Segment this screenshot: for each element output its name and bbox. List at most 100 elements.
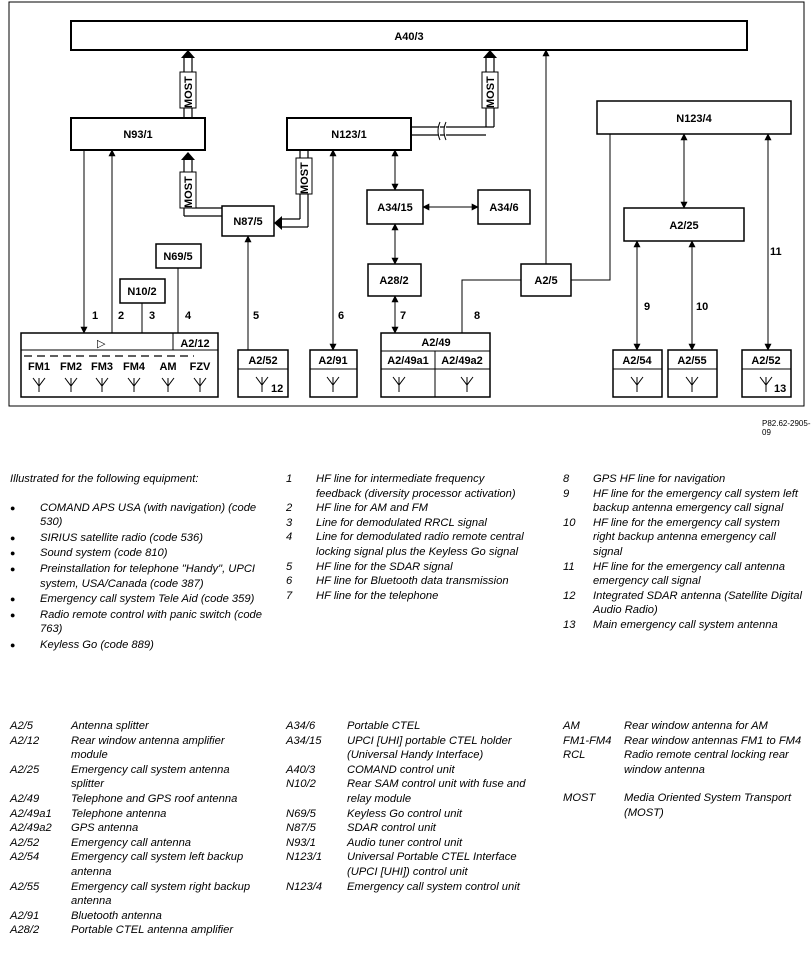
wiring-diagram: A40/3 N93/1 N123/1 N123/4 N87/5 A34/15 A… [8,1,805,407]
abbreviation-value: Telephone and GPS roof antenna [71,792,238,805]
abbreviation-item: A2/49 Telephone and GPS roof antenna [10,792,255,807]
block-a2-91: A2/91 [309,349,358,398]
antenna-icon [193,377,207,392]
antenna-icon [630,376,644,392]
note-text: Main emergency call system antenna [593,618,778,631]
block-a2-5: A2/5 [520,263,572,297]
abbreviation-key: A28/2 [10,924,40,937]
svg-text:1: 1 [92,310,98,322]
note-text: HF line for the SDAR signal [316,560,453,573]
abbreviation-value: Keyless Go control unit [347,807,463,820]
equipment-item: ●Sound system (code 810) [10,546,265,561]
figure-reference: P82.62-2905-09 [762,419,811,437]
svg-text:A2/49: A2/49 [421,337,450,349]
line-numbers: 1 2 3 4 5 6 7 8 9 10 11 [92,246,782,322]
abbreviation-key: A2/49 [10,792,40,805]
abbreviation-key: A2/54 [10,851,40,864]
equipment-intro: Illustrated for the following equipment: [10,473,199,485]
abbreviation-key: N87/5 [286,822,316,835]
antenna-icon [326,376,340,392]
block-a40-3: A40/3 [70,20,748,51]
bullet-icon: ● [10,563,16,574]
most-bus-n87-n93: MOST [179,152,222,217]
svg-text:N10/2: N10/2 [127,286,156,298]
bullet-icon: ● [10,502,16,513]
svg-text:A28/2: A28/2 [379,275,408,287]
note-number: 2 [286,502,293,515]
svg-text:A34/15: A34/15 [377,202,412,214]
svg-text:MOST: MOST [485,76,497,108]
note-text: Line for demodulated radio remote centra… [316,531,524,558]
note-text: HF line for intermediate frequency feedb… [316,473,516,500]
abbreviation-key: A2/52 [10,836,40,849]
block-a2-54: A2/54 [612,349,663,398]
abbreviation-value: Emergency call system left backup antenn… [71,851,244,878]
note-text: GPS HF line for navigation [593,473,726,485]
svg-text:10: 10 [696,301,708,313]
abbreviation-key: N10/2 [286,778,316,791]
diagram-frame [8,1,805,407]
abbreviation-value: Emergency call system control unit [347,880,520,893]
abbreviation-key: A2/12 [10,734,40,747]
abbreviation-key: FM1-FM4 [563,734,612,747]
abbreviation-value: Telephone antenna [71,807,167,820]
abbreviation-key: A2/49a2 [10,822,52,835]
abbreviation-value: Emergency call system antenna splitter [71,763,230,791]
block-n69-5: N69/5 [155,243,202,269]
abbreviation-value: Portable CTEL antenna amplifier [71,924,234,937]
most-bus-n123-a40: MOST [411,50,499,141]
antenna-fzv: FZV [190,361,211,373]
antenna-labels: FM1 FM2 FM3 FM4 AM FZV [28,361,211,373]
abbreviation-value: Rear window antennas FM1 to FM4 [624,734,802,747]
abbreviation-value: Media Oriented System Transport (MOST) [624,792,792,819]
block-a2-55: A2/55 [667,349,718,398]
most-bus-n123-n87: MOST [274,150,313,230]
equipment-text: SIRIUS satellite radio (code 536) [40,531,203,544]
abbreviation-key: A34/15 [286,734,322,747]
abbreviation-value: Audio tuner control unit [347,836,463,849]
svg-text:N93/1: N93/1 [123,129,152,141]
abbreviation-value: Bluetooth antenna [71,909,162,922]
amplifier-icon: ▷ [97,338,106,350]
antenna-icon [32,377,46,392]
svg-text:6: 6 [338,310,344,322]
equipment-item: ●Preinstallation for telephone "Handy", … [10,562,265,591]
svg-text:A2/12: A2/12 [180,338,209,350]
antenna-fm4: FM4 [123,361,146,373]
note-number: 5 [286,560,293,573]
svg-text:A2/54: A2/54 [622,355,652,367]
abbreviation-value: Radio remote central locking rear window… [624,749,789,776]
antenna-icon [127,377,141,392]
note-text: HF line for the telephone [316,589,439,602]
equipment-item: ●Radio remote control with panic switch … [10,608,265,637]
bullet-icon: ● [10,639,16,650]
svg-text:A2/55: A2/55 [677,355,706,367]
svg-text:4: 4 [185,310,192,322]
svg-text:A2/25: A2/25 [669,220,698,232]
svg-text:MOST: MOST [299,162,311,194]
abbreviation-value: Emergency call antenna [71,836,192,849]
svg-text:N69/5: N69/5 [163,251,192,263]
note-text: Line for demodulated RRCL signal [316,516,487,529]
note-text: HF line for AM and FM [316,502,428,515]
svg-text:7: 7 [400,310,406,322]
block-a2-25: A2/25 [623,207,745,242]
equipment-text: COMAND APS USA (with navigation) (code 5… [40,501,257,529]
antenna-icon [95,377,109,392]
antenna-icon [255,376,269,392]
block-n87-5: N87/5 [221,205,275,237]
